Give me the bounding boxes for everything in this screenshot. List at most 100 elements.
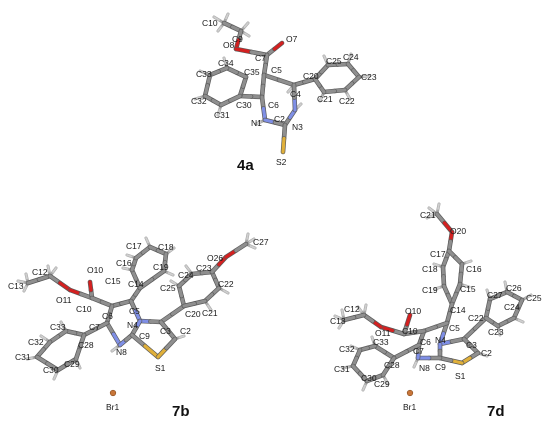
compound-label-7b: 7b — [172, 403, 190, 420]
bond-c19-c14-b — [138, 277, 154, 290]
hydrogen-tip-c33 — [371, 336, 375, 343]
hydrogen-tip-c24 — [185, 265, 190, 271]
atom-label-s2: S2 — [276, 157, 287, 167]
atom-label-c31: C31 — [214, 110, 230, 120]
atom-label-c29: C29 — [64, 359, 80, 369]
atom-label-c31: C31 — [334, 364, 350, 374]
bond-c2-s2-b — [281, 136, 286, 154]
atom-label-c14: C14 — [128, 279, 144, 289]
atom-label-o8: O8 — [223, 40, 235, 50]
atom-label-o20: O20 — [450, 226, 466, 236]
atom-label-o10: O10 — [405, 306, 421, 316]
atom-label-c23: C23 — [361, 72, 377, 82]
hydrogen-tip-c13 — [338, 323, 343, 329]
atom-label-c16: C16 — [466, 264, 482, 274]
bond-c9-s1-b — [143, 344, 160, 359]
bond-c3-c22-b — [473, 316, 488, 331]
atom-label-c5: C5 — [449, 323, 460, 333]
atom-label-c28: C28 — [384, 360, 400, 370]
hydrogen-tip-c25 — [323, 55, 327, 62]
atom-label-c32: C32 — [191, 96, 207, 106]
hydrogen-tip-c31 — [342, 366, 349, 369]
atom-label-c12: C12 — [344, 304, 360, 314]
atom-label-c19: C19 — [422, 285, 438, 295]
atom-label-c3: C3 — [160, 326, 171, 336]
atom-label-br1: Br1 — [403, 402, 417, 412]
compound-label-7d: 7d — [487, 403, 505, 420]
atom-label-c3: C3 — [466, 340, 477, 350]
atom-label-c32: C32 — [28, 337, 44, 347]
atom-label-c24: C24 — [343, 52, 359, 62]
bond-c7-c28-a — [404, 343, 421, 354]
hydrogen-tip-c13 — [17, 280, 24, 283]
atom-label-c7: C7 — [413, 346, 424, 356]
atom-label-c24: C24 — [178, 270, 194, 280]
atom-label-n8: N8 — [116, 347, 127, 357]
hydrogen-tip-c21 — [207, 304, 212, 311]
hydrogen-tip-c19 — [434, 286, 441, 290]
hydrogen-tip-c30 — [53, 373, 57, 380]
hydrogen-tip-c29 — [384, 378, 389, 385]
atom-label-n4: N4 — [435, 335, 446, 345]
hydrogen-tip-c27 — [486, 289, 490, 296]
bond-c3-c20-b — [170, 304, 186, 316]
atom-label-n1: N1 — [251, 118, 262, 128]
atom-label-c30: C30 — [236, 100, 252, 110]
atom-label-c22: C22 — [468, 313, 484, 323]
atom-label-c32: C32 — [339, 344, 355, 354]
hydrogen-tip-c21 — [428, 207, 434, 212]
hydrogen-tip-c13 — [334, 315, 341, 319]
atom-label-c21: C21 — [420, 210, 436, 220]
hydrogen-tip-c12 — [364, 304, 367, 311]
bond-c19-c14-a — [150, 269, 166, 282]
atom-label-c33: C33 — [50, 322, 66, 332]
atom-label-c23: C23 — [488, 327, 504, 337]
hydrogen-tip-c9 — [244, 32, 250, 37]
hydrogen-tip-c25 — [525, 294, 532, 299]
hydrogen-tip-c32 — [350, 345, 357, 349]
hydrogen-tip-c10 — [213, 16, 220, 21]
hydrogen-tip-c10 — [217, 26, 222, 32]
atom-label-c25: C25 — [160, 283, 176, 293]
atom-label-c19: C19 — [153, 262, 169, 272]
hydrogen-tip-c12 — [357, 306, 362, 312]
atom-label-c33: C33 — [196, 69, 212, 79]
hydrogen-tip-c21 — [437, 203, 440, 210]
atom-label-c9: C9 — [139, 331, 150, 341]
hydrogen-tip-c16 — [126, 254, 133, 258]
atom-label-c22: C22 — [218, 279, 234, 289]
hydrogen-tip-c25 — [170, 280, 176, 285]
hydrogen-tip-n8 — [111, 347, 117, 352]
hydrogen-tip-c31 — [217, 109, 221, 116]
hydrogen-tip-c13 — [23, 286, 27, 292]
atom-label-c4: C4 — [290, 89, 301, 99]
atom-label-c6: C6 — [420, 337, 431, 347]
atom-label-c33: C33 — [373, 337, 389, 347]
atom-label-o26: O26 — [207, 253, 223, 263]
hydrogen-tip-c23 — [498, 329, 501, 336]
bond-n3-c4-b — [292, 83, 297, 100]
atom-label-c10: C10 — [76, 304, 92, 314]
atom-label-o7: O7 — [286, 34, 298, 44]
hydrogen-tip-c27 — [246, 233, 249, 240]
atom-label-s1: S1 — [455, 371, 466, 381]
atom-label-c29: C29 — [374, 379, 390, 389]
bromide-ion — [406, 389, 414, 397]
atom-label-c28: C28 — [78, 340, 94, 350]
atom-label-c21: C21 — [202, 308, 218, 318]
bond-o8-c7-b — [249, 50, 269, 57]
hydrogen-tip-c23 — [363, 75, 370, 78]
bond-c9-s1-a — [130, 333, 147, 348]
compound-label-4a: 4a — [237, 157, 254, 174]
hydrogen-tip-c4 — [287, 87, 292, 93]
hydrogen-tip-c24 — [517, 319, 524, 323]
bond-c5-c4-b — [277, 78, 296, 87]
bond-c12-c13-b — [342, 315, 356, 322]
atom-label-c20: C20 — [185, 309, 201, 319]
atom-label-n8: N8 — [419, 363, 430, 373]
atom-label-c12: C12 — [32, 267, 48, 277]
atom-label-c30: C30 — [361, 373, 377, 383]
atom-label-c23: C23 — [196, 263, 212, 273]
hydrogen-tip-c18 — [169, 247, 175, 252]
atom-label-c10: C10 — [402, 326, 418, 336]
